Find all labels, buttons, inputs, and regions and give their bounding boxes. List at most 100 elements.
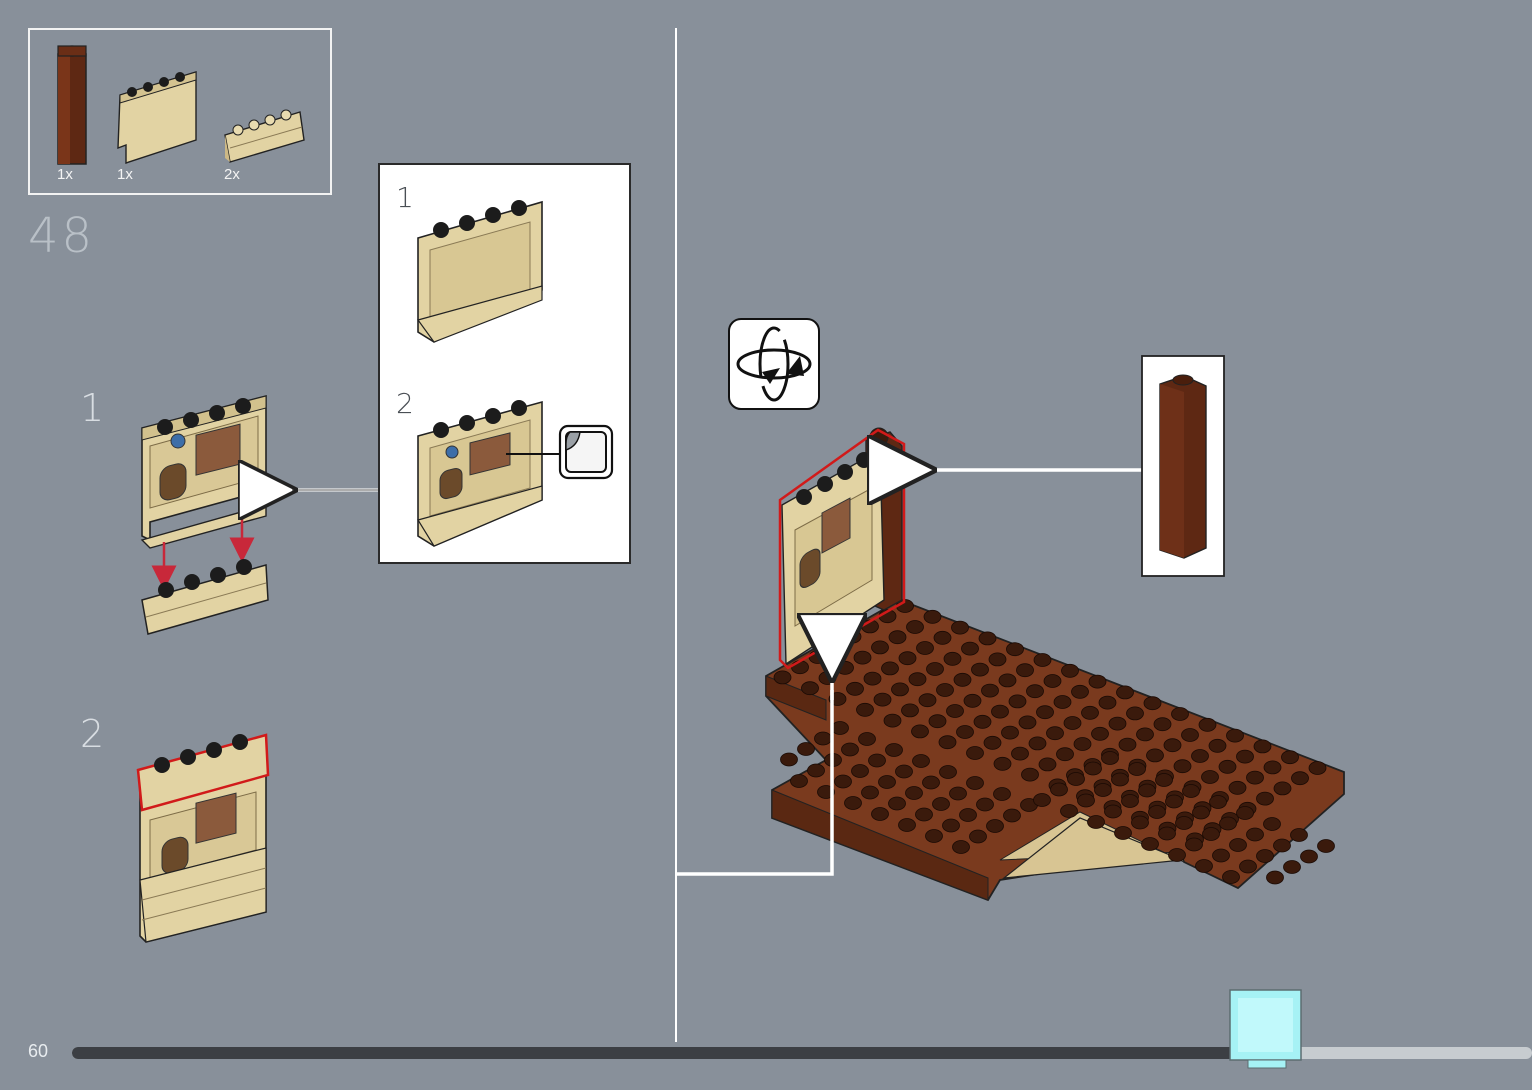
baseplate-stud xyxy=(1057,748,1074,761)
baseplate-stud xyxy=(1182,729,1199,742)
baseplate-stud xyxy=(892,683,909,696)
baseplate-stud xyxy=(1264,761,1281,774)
baseplate-stud xyxy=(1092,727,1109,740)
baseplate-stud xyxy=(872,641,889,654)
baseplate-stud xyxy=(1196,860,1213,873)
baseplate-stud xyxy=(984,736,1001,749)
baseplate-stud xyxy=(1127,707,1144,720)
baseplate-stud xyxy=(1237,807,1254,820)
baseplate-stud xyxy=(874,693,891,706)
baseplate-stud xyxy=(1034,654,1051,667)
baseplate-stud xyxy=(1064,717,1081,730)
panel-assembly-substep-2 xyxy=(138,734,268,942)
baseplate-stud xyxy=(933,798,950,811)
baseplate-stud xyxy=(1186,838,1203,851)
baseplate-stud xyxy=(950,787,967,800)
baseplate-stud xyxy=(1193,806,1210,819)
baseplate-stud xyxy=(1099,696,1116,709)
baseplate-stud xyxy=(774,671,791,684)
baseplate-stud xyxy=(929,715,946,728)
baseplate-stud xyxy=(1219,760,1236,773)
baseplate-stud xyxy=(957,726,974,739)
baseplate-stud xyxy=(1291,829,1308,842)
baseplate-stud xyxy=(1007,643,1024,656)
baseplate-stud xyxy=(798,743,815,756)
baseplate-stud xyxy=(1054,696,1071,709)
baseplate-stud xyxy=(979,632,996,645)
baseplate-stud xyxy=(960,809,977,822)
baseplate-stud xyxy=(837,661,854,674)
baseplate-stud xyxy=(835,775,852,788)
baseplate-stud xyxy=(884,714,901,727)
baseplate-stud xyxy=(994,757,1011,770)
baseplate-stud xyxy=(1254,740,1271,753)
progress-bar xyxy=(72,1047,1532,1059)
baseplate-stud xyxy=(1019,716,1036,729)
baseplate-stud xyxy=(927,663,944,676)
baseplate-stud xyxy=(912,725,929,738)
baseplate-stud xyxy=(1088,816,1105,829)
baseplate-stud xyxy=(1210,796,1227,809)
transparent-light-blue-brick-marker xyxy=(1230,990,1301,1068)
baseplate-stud xyxy=(1309,762,1326,775)
baseplate-stud xyxy=(802,682,819,695)
baseplate-stud xyxy=(899,819,916,832)
panel-with-stickers-substep-1 xyxy=(142,396,266,548)
baseplate-stud xyxy=(1169,849,1186,862)
baseplate-stud xyxy=(964,694,981,707)
baseplate-stud xyxy=(1240,860,1257,873)
baseplate-stud xyxy=(1174,760,1191,773)
baseplate-stud xyxy=(1257,850,1274,863)
baseplate-stud xyxy=(872,808,889,821)
baseplate-stud xyxy=(954,673,971,686)
baseplate-stud xyxy=(982,684,999,697)
baseplate-stud xyxy=(994,788,1011,801)
baseplate-stud xyxy=(923,776,940,789)
baseplate-stud xyxy=(943,819,960,832)
baseplate-stud xyxy=(808,764,825,777)
baseplate-stud xyxy=(792,661,809,674)
baseplate-stud xyxy=(1062,664,1079,677)
baseplate-stud xyxy=(882,662,899,675)
baseplate-stud xyxy=(1051,783,1068,796)
baseplate-stud xyxy=(940,766,957,779)
baseplate-stud xyxy=(939,736,956,749)
baseplate-stud xyxy=(1102,752,1119,765)
baseplate-stud xyxy=(1129,763,1146,776)
baseplate-stud xyxy=(1156,774,1173,787)
baseplate-stud xyxy=(847,682,864,695)
baseplate-stud xyxy=(1119,738,1136,751)
baseplate-stud xyxy=(944,652,961,665)
sticker-icon xyxy=(560,426,612,478)
baseplate-stud xyxy=(1274,839,1291,852)
baseplate-stud xyxy=(1012,747,1029,760)
baseplate-stud xyxy=(1061,805,1078,818)
baseplate-stud xyxy=(909,673,926,686)
baseplate-stud xyxy=(852,765,869,778)
baseplate-stud xyxy=(1089,675,1106,688)
baseplate-stud xyxy=(967,747,984,760)
callout-panel-step-2 xyxy=(418,400,542,546)
baseplate-stud xyxy=(1027,685,1044,698)
baseplate-stud xyxy=(854,651,871,664)
baseplate-stud xyxy=(1002,726,1019,739)
baseplate-stud xyxy=(917,642,934,655)
baseplate-stud xyxy=(902,704,919,717)
baseplate-stud xyxy=(1142,838,1159,851)
baseplate-stud xyxy=(781,753,798,766)
baseplate-stud xyxy=(886,744,903,757)
baseplate-stud xyxy=(1037,706,1054,719)
baseplate-stud xyxy=(1192,750,1209,763)
baseplate-stud xyxy=(857,703,874,716)
baseplate-stud xyxy=(859,733,876,746)
baseplate-stud xyxy=(1072,685,1089,698)
baseplate-stud xyxy=(953,841,970,854)
baseplate-stud xyxy=(791,775,808,788)
baseplate-stud xyxy=(972,663,989,676)
baseplate-stud xyxy=(1047,727,1064,740)
baseplate-stud xyxy=(1112,773,1129,786)
baseplate-stud xyxy=(1257,792,1274,805)
baseplate-stud xyxy=(896,765,913,778)
baseplate-stud xyxy=(926,830,943,843)
baseplate-stud xyxy=(1044,675,1061,688)
